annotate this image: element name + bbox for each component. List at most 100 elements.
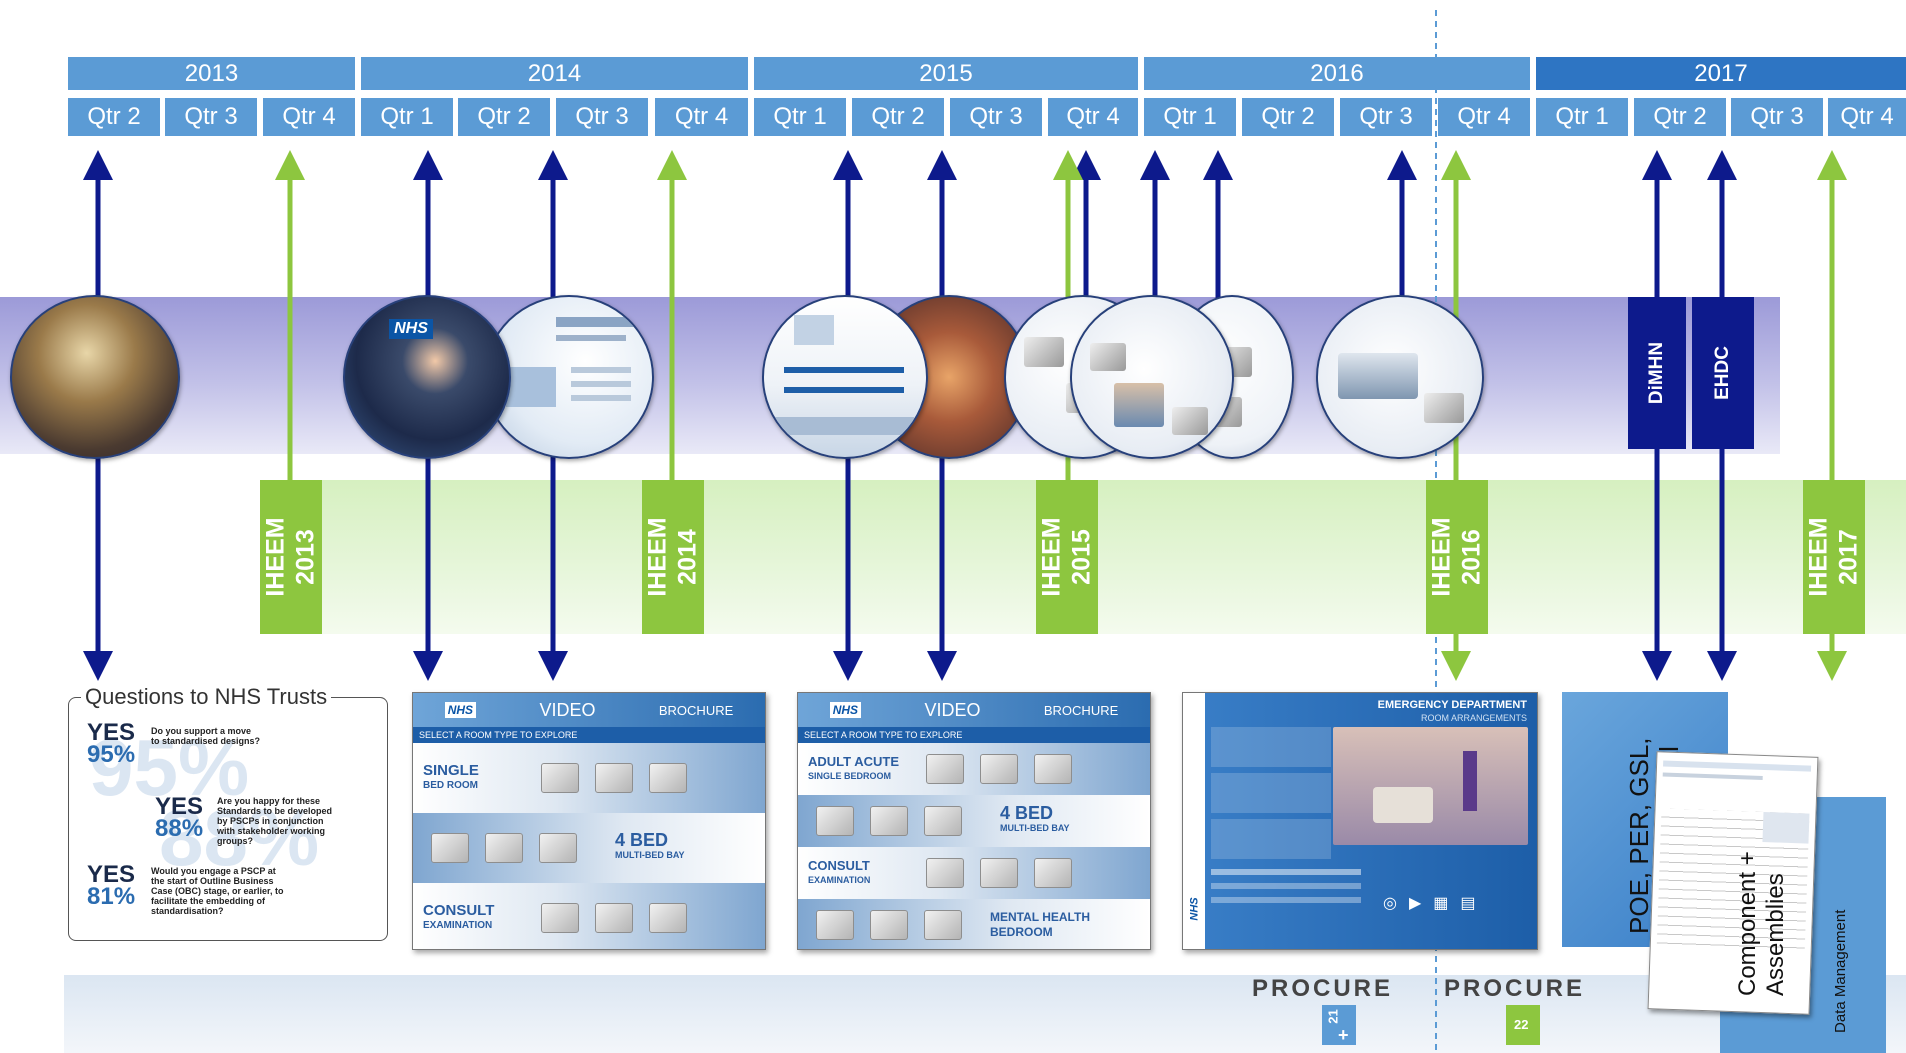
room-thumbnail — [649, 763, 687, 793]
quarter-box: Qtr 3 — [165, 98, 257, 136]
quarter-box: Qtr 2 — [1242, 98, 1334, 136]
year-2013: 2013 — [68, 57, 355, 90]
footer-band — [64, 975, 1906, 1053]
iheem-2017-tag: IHEEM 2017 — [1803, 480, 1865, 634]
room-thumbnail — [541, 763, 579, 793]
room-row[interactable]: ADULT ACUTE SINGLE BEDROOM — [798, 743, 1150, 795]
watermark: 88% — [159, 793, 320, 882]
room-sublabel: SINGLE BEDROOM — [808, 771, 892, 781]
component-assemblies-text: Component + Assemblies — [1734, 851, 1789, 996]
room-label-group: SINGLE BED ROOM — [423, 763, 533, 793]
room-thumbnail — [1034, 858, 1072, 888]
nhs-logo: NHS — [444, 702, 477, 718]
room-row[interactable]: 4 BED MULTI-BED BAY — [413, 813, 765, 883]
nhs-logo: NHS — [389, 319, 433, 339]
room-sublabel: EXAMINATION — [808, 875, 871, 885]
quarter-box: Qtr 1 — [754, 98, 846, 136]
yes-label: YES — [155, 793, 204, 820]
percent-value: 88% — [155, 815, 204, 842]
quarter-box: Qtr 3 — [1340, 98, 1432, 136]
room-option[interactable] — [1211, 773, 1331, 813]
play-icon[interactable]: ▶ — [1408, 895, 1422, 912]
room-option[interactable] — [1211, 819, 1331, 859]
tablet-title: EMERGENCY DEPARTMENT — [1377, 699, 1527, 711]
question-item: YES 95% — [87, 719, 136, 768]
room-label: SINGLE — [423, 762, 479, 779]
logo-text: PROCURE — [1444, 975, 1586, 1002]
yes-label: YES — [87, 861, 136, 888]
procure21-logo: PROCURE 21 + — [1252, 975, 1408, 1053]
text-line — [1211, 883, 1361, 889]
quarter-box: Qtr 3 — [556, 98, 648, 136]
quarter-box: Qtr 2 — [1634, 98, 1726, 136]
curtain — [1463, 751, 1477, 811]
room-label-group: 4 BED MULTI-BED BAY — [1000, 804, 1070, 836]
quarter-box: Qtr 2 — [852, 98, 944, 136]
data-management-label: Data Management — [1832, 909, 1849, 1033]
select-room-label: SELECT A ROOM TYPE TO EXPLORE — [798, 727, 1150, 743]
conference-photo — [10, 295, 180, 459]
room-label-group: ADULT ACUTE SINGLE BEDROOM — [808, 754, 918, 784]
quarter-box: Qtr 1 — [1536, 98, 1628, 136]
case-circle — [1070, 295, 1234, 459]
ehdc-tag: EHDC — [1692, 297, 1754, 449]
room-label: CONSULT — [808, 858, 870, 873]
room-label: MENTAL HEALTH — [990, 910, 1090, 924]
logo-badge: 21 + — [1322, 1005, 1356, 1045]
windows-icon[interactable]: ▦ — [1433, 895, 1449, 912]
brochure-link[interactable]: BROCHURE — [1043, 702, 1119, 718]
room-row[interactable]: SINGLE BED ROOM — [413, 743, 765, 813]
tablet-subtitle: ROOM ARRANGEMENTS — [1420, 713, 1527, 723]
vr-icon[interactable]: ◎ — [1383, 895, 1397, 912]
room-label-group: CONSULT EXAMINATION — [808, 858, 918, 888]
room-thumbnail — [870, 806, 908, 836]
quarter-box: Qtr 4 — [1438, 98, 1530, 136]
nhs-logo: NHS — [829, 702, 862, 718]
logo-badge: 22 — [1506, 1005, 1540, 1045]
room-thumbnail — [816, 910, 854, 940]
yes-label: YES — [87, 719, 136, 746]
text-line — [1211, 897, 1361, 903]
room-label-group: CONSULT EXAMINATION — [423, 903, 533, 933]
room-thumbnail — [816, 806, 854, 836]
room-thumbnail — [926, 754, 964, 784]
percent-value: 95% — [87, 741, 136, 768]
tablet-header: NHS VIDEO BROCHURE — [413, 693, 765, 727]
room-thumbnail — [595, 903, 633, 933]
room-thumbnail — [595, 763, 633, 793]
room-thumbnail — [924, 910, 962, 940]
brochure-link[interactable]: BROCHURE — [658, 702, 734, 718]
room-thumbnail — [649, 903, 687, 933]
year-2014: 2014 — [361, 57, 748, 90]
room-row[interactable]: CONSULT EXAMINATION — [413, 883, 765, 949]
iheem-2014-tag: IHEEM 2014 — [642, 480, 704, 634]
room-option[interactable] — [1211, 727, 1331, 767]
video-link[interactable]: VIDEO — [539, 699, 596, 720]
year-2016: 2016 — [1144, 57, 1530, 90]
logo-number: 22 — [1514, 1017, 1529, 1032]
room-row[interactable]: MENTAL HEALTH BEDROOM — [798, 899, 1150, 949]
quarter-box: Qtr 4 — [1048, 98, 1138, 136]
procure22-logo: PROCURE 22 — [1444, 975, 1600, 1053]
room-row[interactable]: 4 BED MULTI-BED BAY — [798, 795, 1150, 847]
question-text: Are you happy for these Standards to be … — [217, 796, 333, 846]
room-label: 4 BED — [615, 830, 669, 850]
iheem-2013-tag: IHEEM 2013 — [260, 480, 322, 634]
tablet-icons: ◎ ▶ ▦ ▤ — [1383, 893, 1476, 913]
document-icon[interactable]: ▤ — [1460, 895, 1476, 912]
room-thumbnail — [539, 833, 577, 863]
document-sheet — [1647, 751, 1819, 1015]
quarter-box: Qtr 1 — [1144, 98, 1236, 136]
quarter-box: Qtr 1 — [361, 98, 453, 136]
speaker-photo: NHS — [343, 295, 511, 459]
video-link[interactable]: VIDEO — [924, 699, 981, 720]
room-sublabel: MULTI-BED BAY — [1000, 823, 1070, 833]
room-sublabel: MULTI-BED BAY — [615, 850, 685, 860]
room-thumbnail — [870, 910, 908, 940]
percent-value: 81% — [87, 883, 136, 910]
quarter-box: Qtr 2 — [458, 98, 550, 136]
room-row[interactable]: CONSULT EXAMINATION — [798, 847, 1150, 899]
logo-number: 21 — [1325, 1009, 1341, 1024]
question-text: Do you support a move to standardised de… — [151, 726, 261, 746]
questions-panel: Questions to NHS Trusts 95% 88% YES 95% … — [68, 684, 388, 941]
